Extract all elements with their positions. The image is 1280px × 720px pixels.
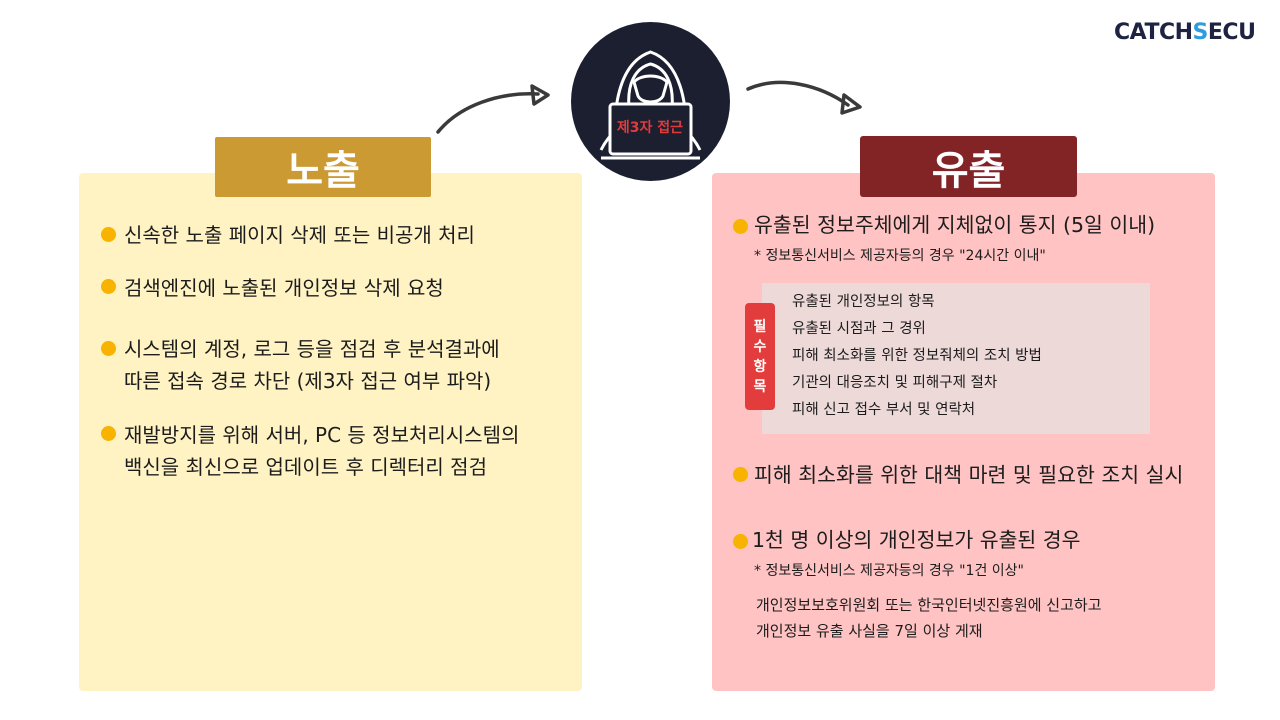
- leak-sub-line2: 개인정보 유출 사실을 7일 이상 게재: [756, 622, 983, 640]
- leak-item-1: 유출된 정보주체에게 지체없이 통지 (5일 이내): [754, 213, 1156, 237]
- leak-sub-line1: 개인정보보호위원회 또는 한국인터넷진흥원에 신고하고: [756, 596, 1102, 614]
- required-items-tag: 필 수 항 목: [745, 303, 775, 410]
- required-item: 유출된 시점과 그 경위: [792, 321, 926, 337]
- bullet-icon: [101, 227, 116, 242]
- exposure-item-2: 검색엔진에 노출된 개인정보 삭제 요청: [124, 276, 444, 300]
- arrow-right-icon: [746, 80, 862, 115]
- third-party-access-label: 제3자 접근: [616, 120, 684, 136]
- exposure-item-1: 신속한 노출 페이지 삭제 또는 비공개 처리: [124, 223, 475, 247]
- bullet-icon: [733, 534, 748, 549]
- leak-note-3: * 정보통신서비스 제공자등의 경우 "1건 이상": [754, 563, 1024, 579]
- exposure-panel: [79, 173, 582, 691]
- required-items-box: 유출된 개인정보의 항목 유출된 시점과 그 경위 피해 최소화를 위한 정보줘…: [762, 283, 1150, 434]
- exposure-item-3-line1: 시스템의 계정, 로그 등을 점검 후 분석결과에: [124, 337, 500, 361]
- bullet-icon: [733, 219, 748, 234]
- required-item: 피해 신고 접수 부서 및 연락처: [792, 402, 976, 418]
- leak-item-2: 피해 최소화를 위한 대책 마련 및 필요한 조치 실시: [754, 463, 1184, 487]
- required-item: 기관의 대응조치 및 피해구제 절차: [792, 375, 998, 391]
- bullet-icon: [101, 426, 116, 441]
- exposure-item-4-line2: 백신을 최신으로 업데이트 후 디렉터리 점검: [124, 455, 487, 479]
- exposure-item-4-line1: 재발방지를 위해 서버, PC 등 정보처리시스템의: [124, 423, 520, 447]
- bullet-icon: [101, 341, 116, 356]
- required-item: 유출된 개인정보의 항목: [792, 294, 935, 310]
- leak-note-1: * 정보통신서비스 제공자등의 경우 "24시간 이내": [754, 248, 1046, 264]
- catchsecu-logo: CATCHSECU: [1114, 20, 1256, 45]
- hacker-icon: [571, 22, 730, 181]
- leak-item-3: 1천 명 이상의 개인정보가 유출된 경우: [752, 528, 1081, 552]
- leak-header: 유출: [860, 136, 1077, 197]
- exposure-header: 노출: [215, 137, 431, 197]
- exposure-item-3-line2: 따른 접속 경로 차단 (제3자 접근 여부 파악): [124, 369, 492, 393]
- arrow-left-icon: [436, 84, 550, 134]
- required-item: 피해 최소화를 위한 정보줘체의 조치 방법: [792, 348, 1042, 364]
- bullet-icon: [101, 279, 116, 294]
- bullet-icon: [733, 467, 748, 482]
